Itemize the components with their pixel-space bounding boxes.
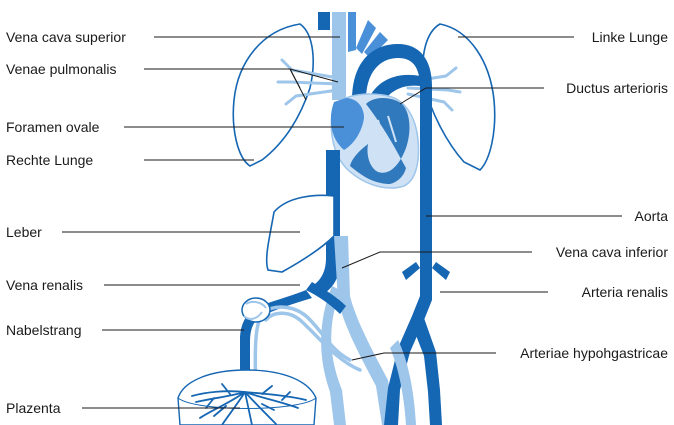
label-leber: Leber	[6, 224, 42, 240]
label-rechte-lunge: Rechte Lunge	[6, 152, 93, 168]
label-aorta: Aorta	[635, 208, 669, 224]
light-vein-trunk	[334, 236, 396, 425]
label-arteria-renalis: Arteria renalis	[582, 284, 668, 300]
label-foramen-ovale: Foramen ovale	[6, 119, 100, 135]
label-venae-pulmonalis: Venae pulmonalis	[6, 61, 117, 77]
liver-shape	[267, 195, 334, 272]
label-nabelstrang: Nabelstrang	[6, 322, 82, 338]
neck-vessel-left	[318, 12, 330, 30]
label-plazenta: Plazenta	[6, 400, 61, 416]
aorta-iliac-right-branch	[414, 318, 442, 425]
superior-vena-cava-vessel	[332, 12, 346, 100]
left-lung-shape	[423, 24, 495, 170]
label-vena-cava-inferior: Vena cava inferior	[556, 244, 668, 260]
label-arteriae-hypohgastricae: Arteriae hypohgastricae	[520, 345, 668, 361]
label-linke-lunge: Linke Lunge	[592, 29, 669, 45]
label-ductus-arterioris: Ductus arterioris	[566, 80, 668, 96]
label-vena-cava-superior: Vena cava superior	[6, 29, 126, 45]
label-vena-renalis: Vena renalis	[6, 277, 83, 293]
